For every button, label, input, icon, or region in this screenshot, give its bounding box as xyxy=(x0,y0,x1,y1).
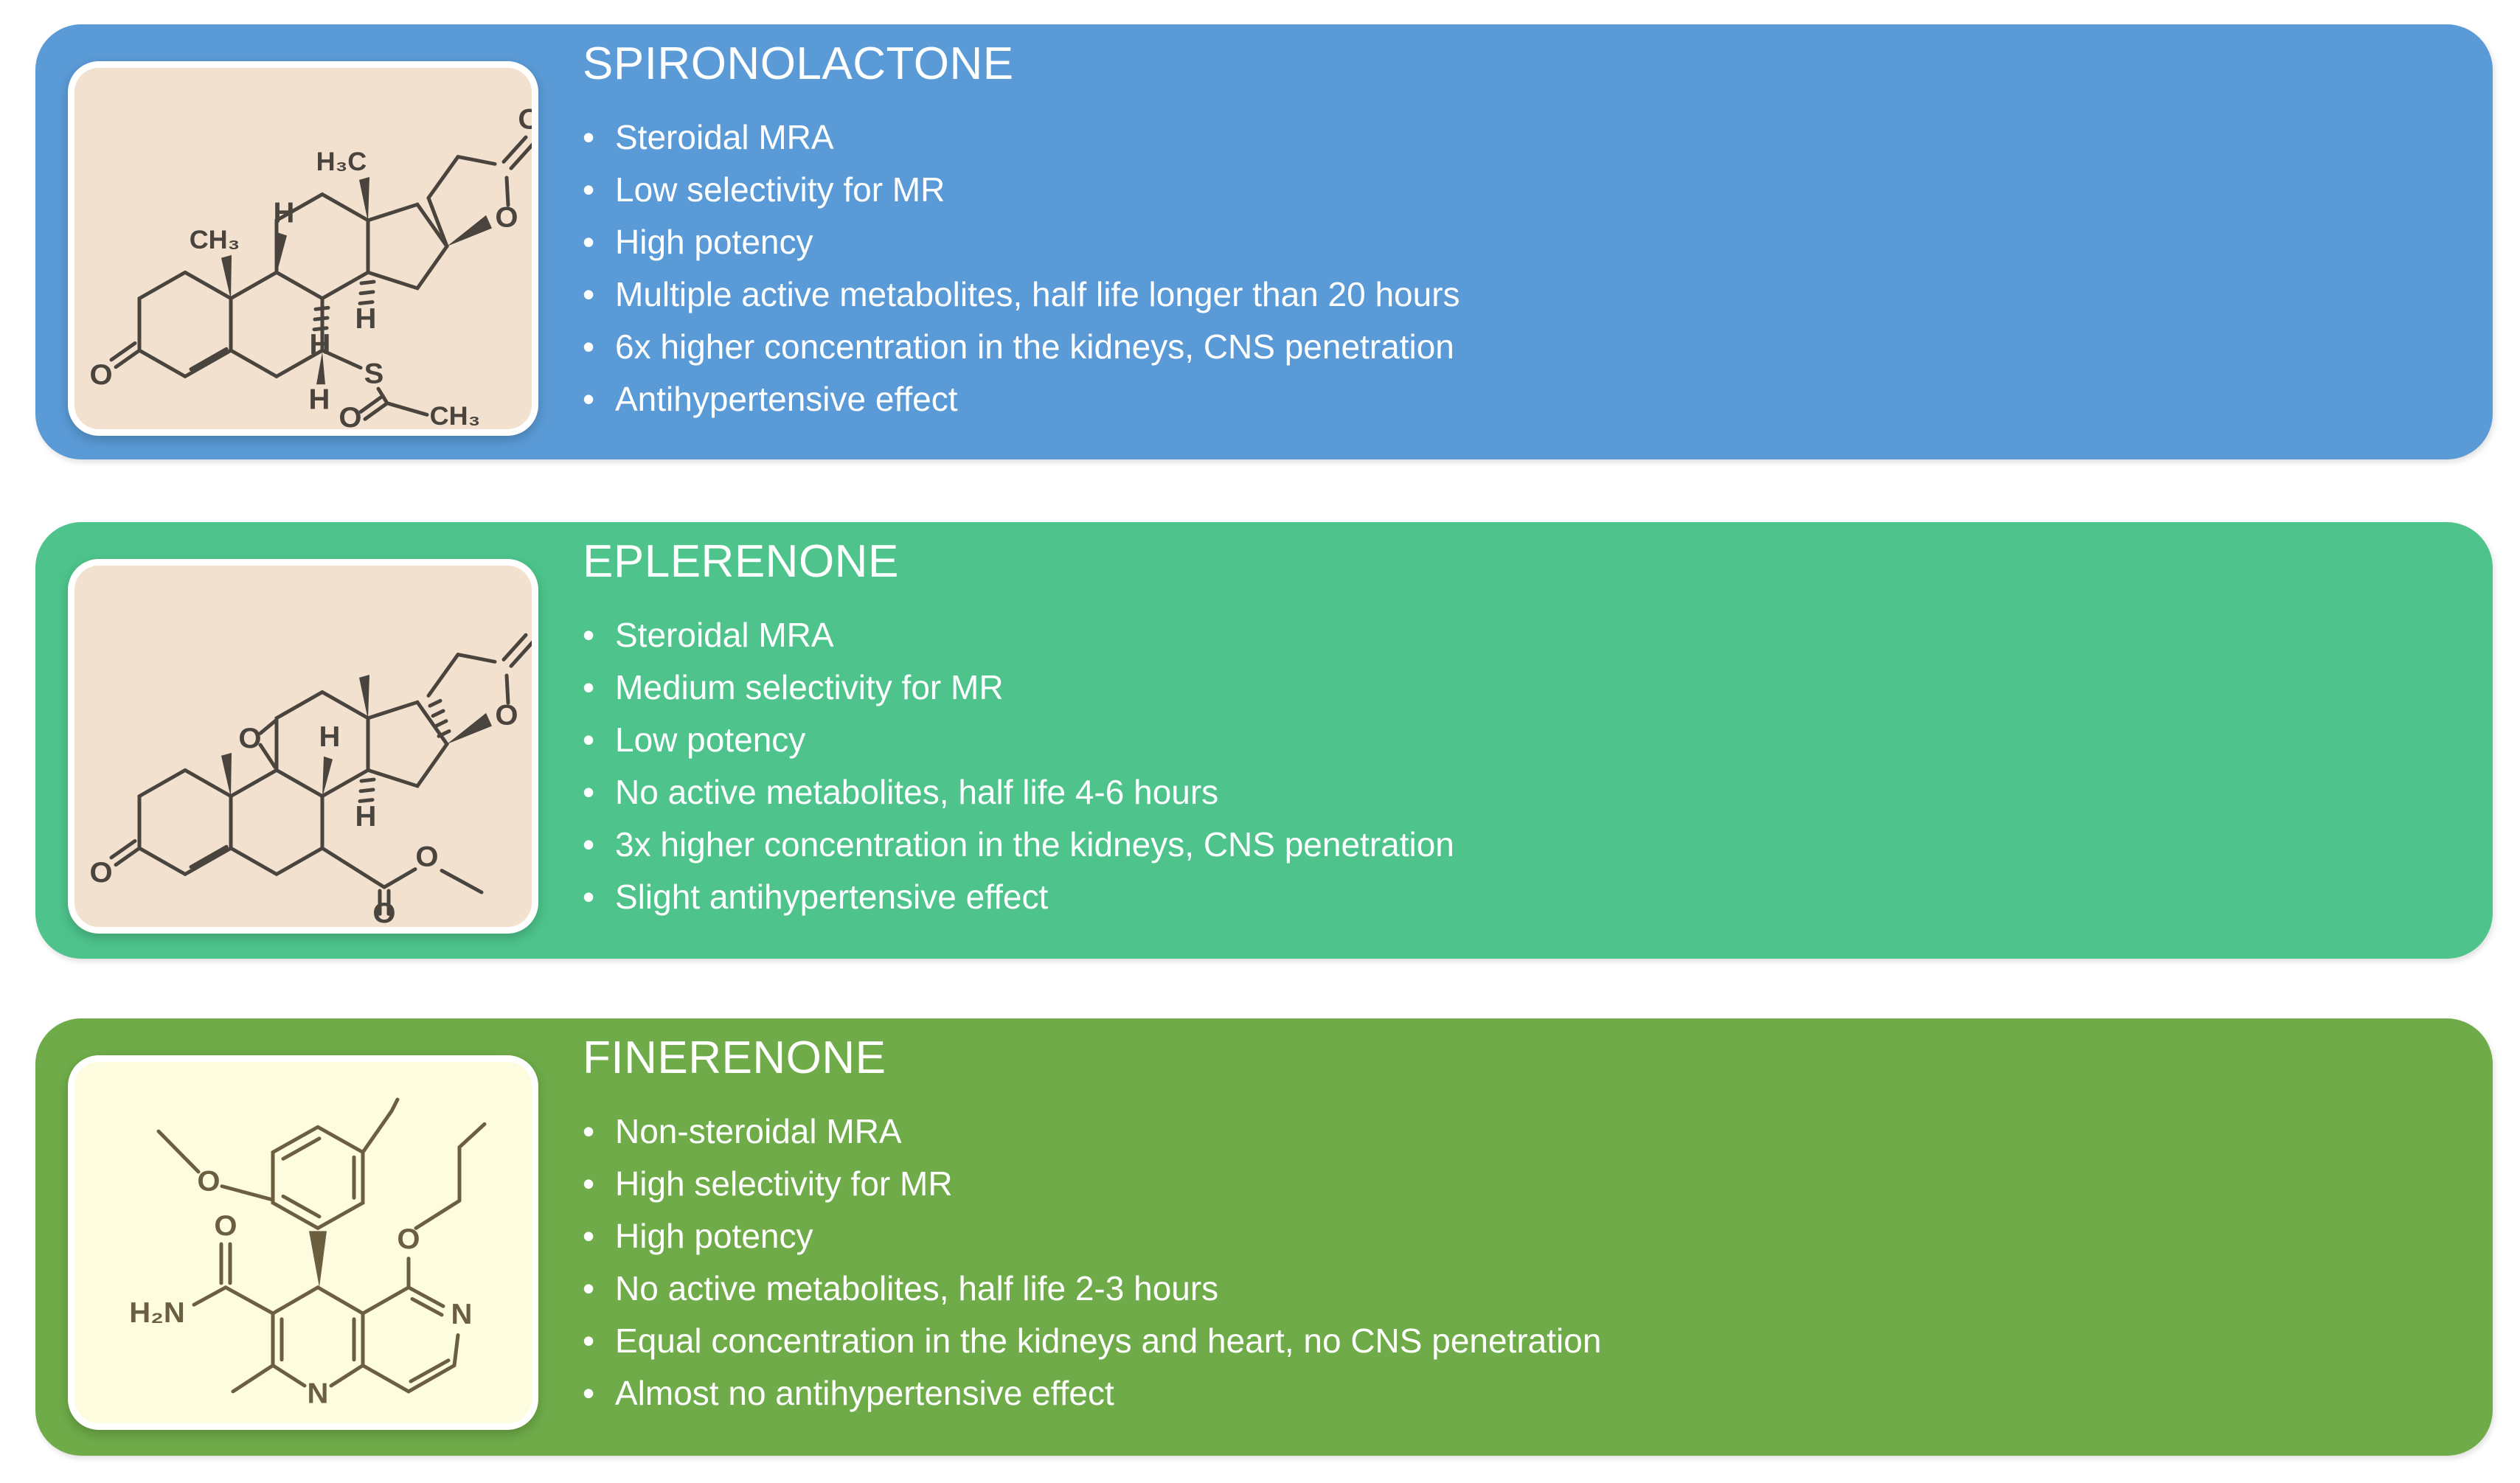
page-title: FINERENONE xyxy=(583,1032,886,1083)
bullet-dot: • xyxy=(583,327,595,367)
atom-label: S xyxy=(364,358,384,390)
bullet-dot: • xyxy=(583,825,595,864)
list-item: • High potency xyxy=(583,1218,2441,1254)
list-item: • Steroidal MRA xyxy=(583,617,2441,653)
bullet-list: • Steroidal MRA • Medium selectivity for M… xyxy=(583,617,2441,914)
bullet-dot: • xyxy=(583,1217,595,1256)
atom-label: O xyxy=(495,699,518,732)
atom-label: H xyxy=(319,720,341,753)
list-item: • Low potency xyxy=(583,722,2441,757)
bullet-text: High potency xyxy=(615,1217,813,1256)
atom-label: O xyxy=(372,897,395,927)
atom-label: O xyxy=(495,201,518,234)
page-title: EPLERENONE xyxy=(583,536,899,587)
bullet-text: Multiple active metabolites, half life l… xyxy=(615,275,1460,314)
list-item: • Multiple active metabolites, half life … xyxy=(583,277,2441,312)
eplerenone-structure-image: O O H H xyxy=(68,559,538,934)
spironolactone-structure-image: O CH₃ H₃C H H xyxy=(68,61,538,436)
panel-eplerenone: O O H H xyxy=(35,522,2493,959)
bullet-text: High potency xyxy=(615,223,813,262)
list-item: • Medium selectivity for MR xyxy=(583,670,2441,705)
list-item: • Low selectivity for MR xyxy=(583,172,2441,207)
list-item: • Antihypertensive effect xyxy=(583,381,2441,417)
atom-label: CH₃ xyxy=(430,401,481,429)
bullet-dot: • xyxy=(583,668,595,707)
bullet-dot: • xyxy=(583,878,595,917)
atom-label: O xyxy=(89,857,112,889)
bullet-text: Non-steroidal MRA xyxy=(615,1112,902,1151)
bullet-dot: • xyxy=(583,223,595,262)
bullet-dot: • xyxy=(583,720,595,760)
bullet-text: Steroidal MRA xyxy=(615,616,834,655)
bullet-dot: • xyxy=(583,275,595,314)
bullet-text: Medium selectivity for MR xyxy=(615,668,1004,707)
eplerenone-molecule-drawing: O O H H xyxy=(89,633,532,927)
bullet-dot: • xyxy=(583,1269,595,1308)
bullet-text: 3x higher concentration in the kidneys, … xyxy=(615,825,1454,864)
atom-label: H xyxy=(355,800,377,833)
spironolactone-molecule-drawing: O CH₃ H₃C H H xyxy=(89,103,532,429)
list-item: • High potency xyxy=(583,224,2441,260)
list-item: • High selectivity for MR xyxy=(583,1166,2441,1201)
atom-label: O xyxy=(197,1165,220,1198)
panel-spironolactone: O CH₃ H₃C H H xyxy=(35,24,2493,459)
atom-label: H xyxy=(274,197,295,229)
bullet-text: No active metabolites, half life 4-6 hou… xyxy=(615,773,1219,812)
finerenone-molecule-drawing: O N N xyxy=(129,1097,487,1410)
bullet-text: No active metabolites, half life 2-3 hou… xyxy=(615,1269,1219,1308)
list-item: • No active metabolites, half life 2-3 ho… xyxy=(583,1271,2441,1306)
list-item: • 3x higher concentration in the kidneys,… xyxy=(583,827,2441,862)
atom-label: H xyxy=(309,383,330,416)
bullet-dot: • xyxy=(583,616,595,655)
atom-label: O xyxy=(89,359,112,392)
atom-label: H xyxy=(310,328,331,361)
bullet-text: Antihypertensive effect xyxy=(615,380,958,419)
finerenone-structure-image: O N N xyxy=(68,1055,538,1430)
atom-label: O xyxy=(415,841,438,873)
atom-label: H xyxy=(355,302,377,335)
bullet-dot: • xyxy=(583,1164,595,1204)
bullet-list: • Steroidal MRA • Low selectivity for MR •… xyxy=(583,119,2441,417)
atom-label: O xyxy=(339,401,361,429)
bullet-dot: • xyxy=(583,1321,595,1361)
bullet-text: High selectivity for MR xyxy=(615,1164,953,1204)
page-title: SPIRONOLACTONE xyxy=(583,38,1014,89)
list-item: • Steroidal MRA xyxy=(583,119,2441,155)
bullet-dot: • xyxy=(583,1112,595,1151)
atom-label: CH₃ xyxy=(190,225,240,254)
bullet-dot: • xyxy=(583,1374,595,1413)
bullet-text: Equal concentration in the kidneys and h… xyxy=(615,1321,1602,1361)
list-item: • Non-steroidal MRA xyxy=(583,1114,2441,1149)
panel-text-column: SPIRONOLACTONE • Steroidal MRA • Low selec… xyxy=(583,38,2441,434)
atom-label: N xyxy=(451,1298,473,1330)
bullet-text: Low potency xyxy=(615,720,806,760)
list-item: • No active metabolites, half life 4-6 ho… xyxy=(583,774,2441,810)
atom-label: O xyxy=(214,1210,237,1243)
bullet-dot: • xyxy=(583,118,595,157)
bullet-dot: • xyxy=(583,170,595,209)
atom-label: H₃C xyxy=(316,147,367,176)
bullet-text: 6x higher concentration in the kidneys, … xyxy=(615,327,1454,367)
atom-label: H₂N xyxy=(129,1296,185,1329)
list-item: • 6x higher concentration in the kidneys,… xyxy=(583,329,2441,364)
bullet-text: Slight antihypertensive effect xyxy=(615,878,1049,917)
bullet-list: • Non-steroidal MRA • High selectivity for… xyxy=(583,1114,2441,1411)
list-item: • Equal concentration in the kidneys and … xyxy=(583,1323,2441,1358)
bullet-text: Low selectivity for MR xyxy=(615,170,945,209)
panel-text-column: FINERENONE • Non-steroidal MRA • High sele… xyxy=(583,1032,2441,1428)
bullet-dot: • xyxy=(583,773,595,812)
bullet-text: Almost no antihypertensive effect xyxy=(615,1374,1114,1413)
panel-text-column: EPLERENONE • Steroidal MRA • Medium select… xyxy=(583,535,2441,931)
atom-label: O xyxy=(518,103,532,136)
list-item: • Almost no antihypertensive effect xyxy=(583,1375,2441,1411)
panel-finerenone: O N N xyxy=(35,1018,2493,1456)
list-item: • Slight antihypertensive effect xyxy=(583,879,2441,914)
bullet-text: Steroidal MRA xyxy=(615,118,834,157)
atom-label: O xyxy=(238,722,261,754)
bullet-dot: • xyxy=(583,380,595,419)
atom-label: N xyxy=(308,1378,329,1410)
